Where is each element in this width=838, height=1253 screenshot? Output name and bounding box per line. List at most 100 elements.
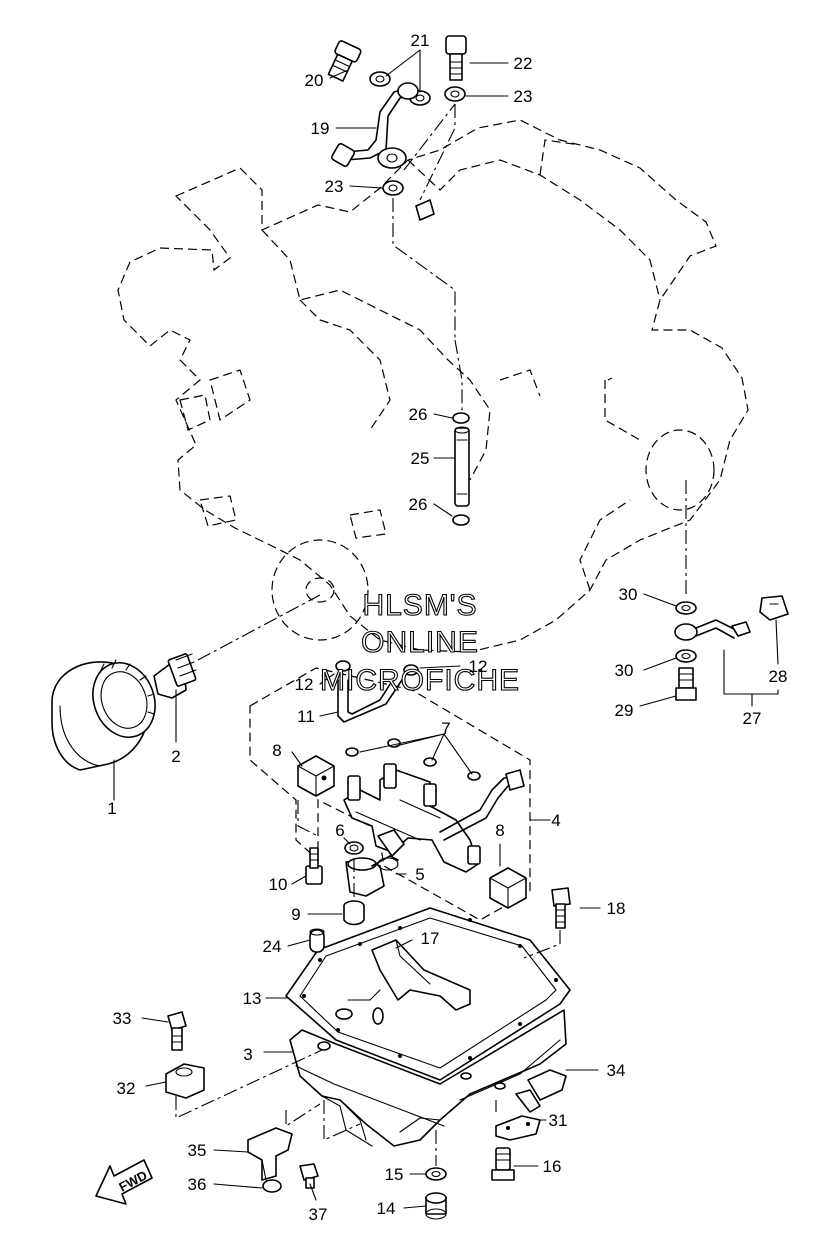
strainer-assembly-bracket: [249, 667, 551, 921]
callout-20: 20: [305, 71, 324, 90]
callout-6: 6: [335, 821, 344, 840]
callout-30b: 30: [615, 661, 634, 680]
callout-9: 9: [291, 905, 300, 924]
engine-crankcase-outline: [117, 119, 749, 653]
o-ring-6: [344, 841, 364, 855]
leader-8a-10: [297, 800, 319, 837]
callout-17: 17: [421, 929, 440, 948]
callout-18: 18: [607, 899, 626, 918]
collar-9: [343, 900, 365, 926]
bracket-32: [165, 1063, 205, 1099]
callout-11: 11: [297, 707, 315, 726]
union-bolt-22: [445, 35, 467, 81]
callout-32: 32: [117, 1079, 136, 1098]
callout-25: 25: [411, 449, 430, 468]
oil-delivery-pipe-assembly: [327, 35, 467, 340]
oil-filter-1: [51, 659, 156, 771]
oil-pipe-25-assembly: [452, 339, 470, 526]
banjo-fitting: [377, 147, 407, 169]
pipe-11: [335, 660, 419, 723]
callout-23b: 23: [325, 177, 344, 196]
washer-21a: [369, 71, 391, 87]
callout-7: 7: [441, 719, 450, 738]
union-bolt-20: [327, 40, 362, 82]
callout-30a: 30: [619, 585, 638, 604]
washer-15: [425, 1167, 447, 1181]
callout-26b: 26: [409, 495, 428, 514]
bolt-37: [299, 1163, 319, 1189]
washer-30a: [675, 601, 697, 615]
pipe-25: [454, 427, 470, 507]
callout-10: 10: [269, 875, 288, 894]
watermark-line-2: ONLINE: [361, 626, 479, 659]
oil-pan-3: [289, 989, 567, 1147]
callout-3: 3: [243, 1045, 252, 1064]
switch-bolt-29: [675, 667, 697, 701]
callout-26a: 26: [409, 405, 428, 424]
leader-pan-lower: [323, 1100, 361, 1141]
o-ring-26a: [452, 412, 470, 424]
dowel-24: [309, 928, 325, 953]
o-rings-7: [345, 738, 481, 781]
washer-23a: [444, 86, 466, 102]
cap-28: [759, 595, 789, 621]
callout-2: 2: [171, 747, 180, 766]
callout-5: 5: [415, 865, 424, 884]
callout-22: 22: [514, 54, 533, 73]
washer-30b: [675, 649, 697, 663]
filter-bolt-2: [153, 653, 197, 699]
callout-31: 31: [549, 1111, 568, 1130]
callout-13: 13: [243, 989, 262, 1008]
pressure-switch-group: [674, 480, 789, 707]
leader-35: [285, 1103, 321, 1128]
washer-23b: [382, 180, 404, 196]
leader-32: [175, 1049, 323, 1119]
callout-24: 24: [263, 937, 282, 956]
callout-14: 14: [377, 1199, 396, 1218]
o-ring-12a: [335, 660, 351, 672]
damper-8a: [297, 755, 335, 797]
callout-28: 28: [769, 667, 788, 686]
callout-leaders: [141, 49, 779, 1209]
callout-29: 29: [615, 701, 634, 720]
callout-19: 19: [311, 119, 330, 138]
callout-16: 16: [543, 1157, 562, 1176]
sensor-35-36: [247, 1127, 293, 1193]
damper-8b: [489, 867, 527, 909]
filter-centerline: [197, 594, 321, 661]
callout-12a: 12: [295, 675, 314, 694]
watermark-line-1: HLSM'S: [362, 589, 477, 622]
callout-23a: 23: [514, 87, 533, 106]
bolt-16: [491, 1147, 515, 1181]
cover-31: [495, 1115, 541, 1141]
callout-33: 33: [113, 1009, 132, 1028]
callout-numbers: 1 2 3 4 5 6 7 8 8 9 10 11 12 12 13 14 15…: [107, 31, 787, 1224]
callout-21: 21: [411, 31, 430, 50]
callout-27: 27: [743, 709, 762, 728]
forward-direction-arrow: FWD: [95, 1159, 153, 1205]
callout-34: 34: [607, 1061, 626, 1080]
callout-37: 37: [309, 1205, 328, 1224]
o-ring-12b: [403, 664, 419, 676]
callout-12b: 12: [469, 657, 488, 676]
callout-8a: 8: [272, 741, 281, 760]
watermark-line-3: MICROFICHE: [320, 664, 520, 697]
fitting-5: [345, 855, 399, 897]
drain-plug-14: [425, 1192, 447, 1220]
oil-strainer-17: [371, 939, 471, 1011]
sensor-34: [515, 1069, 567, 1113]
callout-8b: 8: [495, 821, 504, 840]
o-ring-26b: [452, 514, 470, 526]
callout-1: 1: [107, 799, 116, 818]
leader-18: [523, 930, 561, 959]
bolt-18: [551, 887, 571, 929]
callout-4: 4: [551, 811, 560, 830]
callout-15: 15: [385, 1165, 404, 1184]
bolt-33: [167, 1011, 187, 1051]
callout-36: 36: [188, 1175, 207, 1194]
bolt-10: [305, 847, 323, 885]
callout-35: 35: [188, 1141, 207, 1160]
watermark: HLSM'S ONLINE MICROFICHE: [319, 588, 520, 697]
